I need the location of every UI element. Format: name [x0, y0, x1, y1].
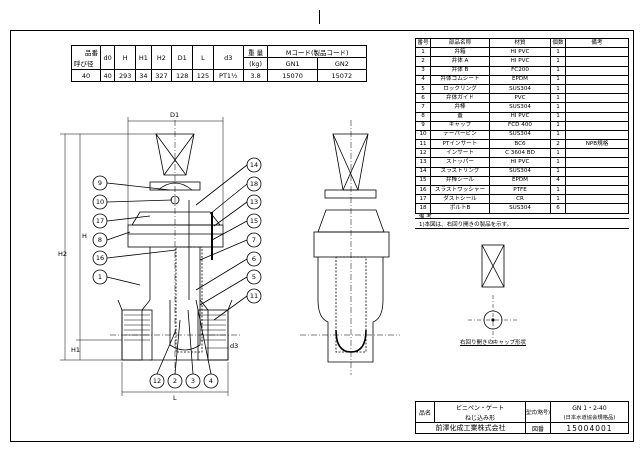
callout-number: 3	[190, 377, 196, 385]
cell	[565, 148, 629, 159]
nominal-size-header: 品番 呼び径	[71, 45, 101, 70]
callout-number: 12	[152, 377, 162, 385]
side-view	[300, 120, 400, 375]
cell: 40	[99, 69, 116, 82]
dimension-table: 品番 呼び径 d0 H H1 H2 D1 L d3 重 量 Mコード(製品コード…	[71, 45, 368, 82]
divider	[415, 218, 629, 219]
front-view	[110, 120, 240, 375]
callout-number: 2	[172, 377, 178, 385]
callout-number: 15	[249, 217, 259, 225]
callout-number: 11	[249, 292, 259, 300]
cell	[565, 184, 629, 196]
cell	[565, 175, 629, 187]
drawing-frame	[10, 30, 634, 442]
cell	[565, 120, 629, 131]
dim-label-d1: D1	[170, 111, 180, 119]
callout-number: 8	[97, 236, 103, 244]
cell	[565, 194, 629, 205]
cell: PT1½	[212, 69, 244, 82]
notes-line: 1)本図は、右回り開きの製品を示す。	[419, 222, 513, 228]
dim-label-l: L	[173, 394, 177, 402]
top-center-mark	[319, 10, 320, 24]
cell	[565, 157, 629, 168]
col-header: d3	[212, 45, 244, 70]
divider	[415, 228, 629, 229]
callout-number: 18	[249, 180, 259, 188]
callout-number: 5	[251, 273, 257, 281]
cell: 15072	[316, 69, 368, 82]
callout-number: 10	[95, 198, 105, 206]
cell: 293	[114, 69, 137, 82]
header-label: 呼び径	[74, 60, 94, 68]
product-name: ビニペン・ゲート	[434, 401, 526, 412]
callout-number: 6	[251, 255, 257, 263]
callout-number: 16	[95, 254, 105, 262]
dim-label-h2: H2	[58, 250, 68, 258]
notes-heading: 備 考	[419, 214, 432, 220]
cell: 125	[192, 69, 214, 82]
cell	[565, 166, 629, 177]
header-label: 品番	[85, 49, 98, 57]
col-header: d0	[99, 45, 116, 70]
drawing-number: 15004001	[549, 422, 630, 434]
callout-number: 7	[251, 236, 257, 244]
col-header: 備考	[565, 37, 629, 49]
callout-number: 17	[95, 217, 105, 225]
callout-number: 13	[249, 198, 259, 206]
dim-label-d3: d3	[230, 342, 239, 350]
cell: 34	[135, 69, 152, 82]
dim-label-h: H	[82, 232, 87, 240]
callout-number: 14	[249, 161, 259, 169]
table-row: 40 40 293 34 327 128 125 PT1½ 3.8 15070 …	[71, 69, 368, 82]
callout-number: 4	[208, 377, 214, 385]
model-code: GN 1・2-40	[549, 401, 630, 412]
cell: 15070	[267, 69, 318, 82]
cell	[565, 203, 629, 214]
title-block: 品名 ビニペン・ゲート 型式(略号) GN 1・2-40 ねじ込み形 (日本水道…	[415, 401, 630, 434]
callouts	[92, 157, 262, 389]
callout-number: 1	[97, 273, 103, 281]
dimension-lines	[60, 117, 229, 396]
cell	[565, 47, 629, 58]
cell: NPB規格	[565, 139, 629, 150]
callout-number: 9	[97, 179, 103, 187]
company-name: 前澤化成工業株式会社	[415, 422, 526, 434]
cap-detail	[468, 244, 518, 345]
cell	[565, 129, 629, 141]
cell: 40	[71, 69, 101, 82]
dim-label-h1: H1	[71, 346, 81, 354]
